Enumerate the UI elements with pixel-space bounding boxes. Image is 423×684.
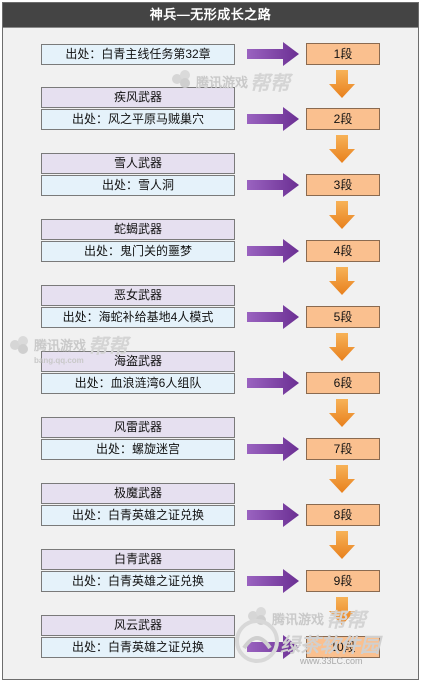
weapon-name: 白青武器 <box>41 549 235 570</box>
right-arrow-icon <box>247 173 299 197</box>
level-box: 5段 <box>306 306 380 328</box>
right-arrow-icon <box>247 569 299 593</box>
level-box: 9段 <box>306 570 380 592</box>
stamp-url: www.33LC.com <box>300 656 363 666</box>
weapon-source: 出处：白青英雄之证兑换 <box>41 505 235 526</box>
down-arrow-icon <box>329 465 355 493</box>
level-box: 4段 <box>306 240 380 262</box>
down-arrow-icon <box>329 597 355 625</box>
down-arrow-icon <box>329 399 355 427</box>
right-arrow-icon <box>247 371 299 395</box>
weapon-name: 恶女武器 <box>41 285 235 306</box>
weapon-name: 海盗武器 <box>41 351 235 372</box>
weapon-source: 出处：海蛇补给基地4人模式 <box>41 307 235 328</box>
level-box: 3段 <box>306 174 380 196</box>
right-arrow-icon <box>247 107 299 131</box>
weapon-source: 出处：风之平原马贼巢穴 <box>41 109 235 130</box>
weapon-source: 出处：白青英雄之证兑换 <box>41 637 235 658</box>
weapon-name: 蛇蝎武器 <box>41 219 235 240</box>
weapon-name: 风云武器 <box>41 615 235 636</box>
down-arrow-icon <box>329 333 355 361</box>
right-arrow-icon <box>247 42 299 66</box>
level-box-1: 1段 <box>306 43 380 65</box>
weapon-source: 出处：螺旋迷宫 <box>41 439 235 460</box>
level-box: 6段 <box>306 372 380 394</box>
level-box: 7段 <box>306 438 380 460</box>
down-arrow-icon <box>329 267 355 295</box>
weapon-name: 极魔武器 <box>41 483 235 504</box>
down-arrow-icon <box>329 135 355 163</box>
down-arrow-icon <box>329 531 355 559</box>
right-arrow-icon <box>247 635 299 659</box>
right-arrow-icon <box>247 437 299 461</box>
weapon-name: 风雷武器 <box>41 417 235 438</box>
weapon-source: 出处：白青英雄之证兑换 <box>41 571 235 592</box>
weapon-source: 出处：血浪涟湾6人组队 <box>41 373 235 394</box>
level-box: 10段 <box>306 636 380 658</box>
source-box-1: 出处：白青主线任务第32章 <box>41 44 235 65</box>
level-box: 2段 <box>306 108 380 130</box>
weapon-name: 雪人武器 <box>41 153 235 174</box>
page-title: 神兵—无形成长之路 <box>3 3 418 27</box>
down-arrow-icon <box>329 70 355 98</box>
level-box: 8段 <box>306 504 380 526</box>
right-arrow-icon <box>247 239 299 263</box>
weapon-name: 疾风武器 <box>41 87 235 108</box>
right-arrow-icon <box>247 503 299 527</box>
down-arrow-icon <box>329 201 355 229</box>
weapon-source: 出处：鬼门关的噩梦 <box>41 241 235 262</box>
weapon-source: 出处：雪人洞 <box>41 175 235 196</box>
right-arrow-icon <box>247 305 299 329</box>
